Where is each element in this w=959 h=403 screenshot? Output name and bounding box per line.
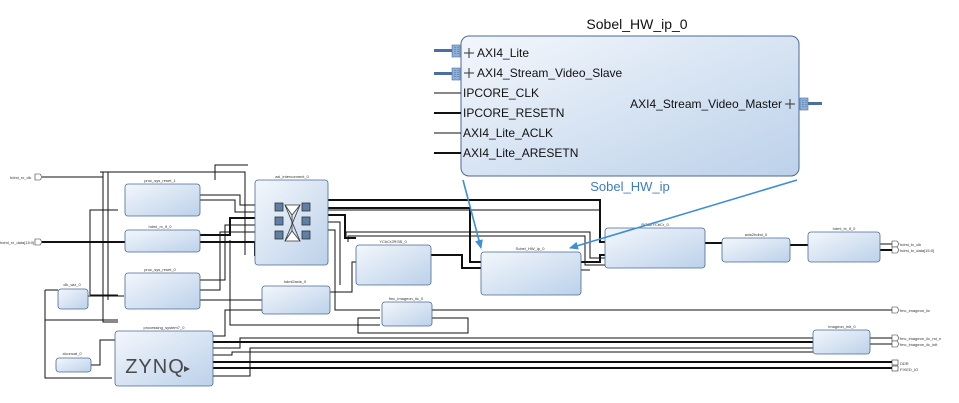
bus-pin-axi4-stream-video-master[interactable] xyxy=(799,97,822,111)
port-label: fmc_imageon_iic xyxy=(900,308,930,313)
block-label: RGB2YCbCr_0 xyxy=(641,222,669,227)
block-imageon-init[interactable]: imageon_init_0 xyxy=(812,324,871,355)
external-port-hdmi-rx-data[interactable]: hdmi_rx_data[15:0] xyxy=(0,238,43,246)
port-label-ipcore-resetn: IPCORE_RESETN xyxy=(463,106,564,120)
port-label: hdmi_tx_clk xyxy=(900,242,921,247)
port-label-axi4-stream-video-master: AXI4_Stream_Video_Master xyxy=(630,97,782,111)
block-label: Sobel_HW_ip_0 xyxy=(516,246,546,251)
port-label: hdmi_tx_data[15:0] xyxy=(900,248,934,253)
block-label: hdmi2axis_0 xyxy=(284,279,307,284)
block-label: fmc_imageon_iic_0 xyxy=(389,296,424,301)
crossbar-icon xyxy=(274,202,311,242)
expand-plus-icon[interactable] xyxy=(464,48,474,58)
block-proc-sys-reset-1[interactable]: proc_sys_reset_1 xyxy=(124,178,201,217)
block-label: hdmi_rx_if_0 xyxy=(149,224,173,229)
expand-plus-icon[interactable] xyxy=(785,99,795,109)
external-port-hdmi-tx-data[interactable]: hdmi_tx_data[15:0] xyxy=(891,246,934,254)
wire-layer xyxy=(40,164,892,379)
block-processing-system7[interactable]: processing_system7_0 ZYNQ xyxy=(114,325,214,387)
zoom-block-type-name: Sobel_HW_ip xyxy=(590,179,670,194)
block-proc-sys-reset-0[interactable]: proc_sys_reset_0 xyxy=(124,267,201,310)
zynq-logo: ZYNQ xyxy=(125,356,185,378)
port-label-axi4-stream-video-slave: AXI4_Stream_Video_Slave xyxy=(477,66,623,80)
block-fmc-imageon-iic[interactable]: fmc_imageon_iic_0 xyxy=(381,296,433,327)
port-label: fmc_imageon_iic_init xyxy=(900,342,938,347)
port-label: hdmi_rx_data[15:0] xyxy=(0,240,34,245)
zoom-block-instance-name: Sobel_HW_ip_0 xyxy=(586,16,687,32)
block-hdmi-tx-if[interactable]: hdmi_tx_if_0 xyxy=(807,226,881,263)
port-label: DDR xyxy=(900,361,909,366)
block-axis2hdmi[interactable]: axis2hdmi_0 xyxy=(721,232,791,263)
port-label: FIXED_IO xyxy=(900,367,918,372)
block-clk-wiz[interactable]: clk_wiz_0 xyxy=(57,282,89,310)
external-port-fmc-imageon-iic-rst-n[interactable]: fmc_imageon_iic_rst_n xyxy=(891,334,941,342)
bus-pin-axi4-stream-video-slave[interactable] xyxy=(434,67,461,81)
expand-plus-icon[interactable] xyxy=(464,68,474,78)
block-hdmi2axis[interactable]: hdmi2axis_0 xyxy=(261,279,331,315)
block-label: xlconcat_0 xyxy=(62,351,82,356)
block-label: axis2hdmi_0 xyxy=(745,232,768,237)
block-label: processing_system7_0 xyxy=(144,325,186,330)
external-port-fmc-imageon-iic[interactable]: fmc_imageon_iic xyxy=(891,306,930,314)
zynq-logo-mark-icon xyxy=(184,366,190,372)
external-port-fmc-imageon-iic-init[interactable]: fmc_imageon_iic_init xyxy=(891,340,938,348)
external-port-hdmi-tx-clk[interactable]: hdmi_tx_clk xyxy=(891,240,921,248)
port-label-ipcore-clk: IPCORE_CLK xyxy=(463,86,539,100)
bus-pin-axi4-lite[interactable] xyxy=(434,44,461,58)
block-label: proc_sys_reset_0 xyxy=(144,267,176,272)
port-label-axi4-lite-aclk: AXI4_Lite_ACLK xyxy=(463,126,553,140)
callout-arrow-right xyxy=(569,179,798,250)
block-label: hdmi_tx_if_0 xyxy=(833,226,856,231)
block-label: axi_interconnect_0 xyxy=(275,174,309,179)
port-label: hdmi_rx_clk xyxy=(10,175,31,180)
block-label: YCbCr2RGB_0 xyxy=(379,239,407,244)
port-label-axi4-lite-aresetn: AXI4_Lite_ARESETN xyxy=(463,146,578,160)
block-label: proc_sys_reset_1 xyxy=(144,178,176,183)
external-port-ddr[interactable]: DDR xyxy=(891,359,909,366)
port-label: fmc_imageon_iic_rst_n xyxy=(900,336,941,341)
block-rgb2ycbcr[interactable]: RGB2YCbCr_0 xyxy=(604,222,706,269)
block-xlconcat[interactable]: xlconcat_0 xyxy=(55,351,92,373)
block-label: imageon_init_0 xyxy=(828,324,856,329)
callout-arrows xyxy=(462,179,798,250)
zoomed-sobel-block[interactable]: Sobel_HW_ip_0 Sobel_HW_ip AXI4_Lit xyxy=(434,16,822,194)
block-sobel-hw-ip-small[interactable]: Sobel_HW_ip_0 xyxy=(480,246,582,296)
block-label: clk_wiz_0 xyxy=(63,282,81,287)
external-port-fixed-io[interactable]: FIXED_IO xyxy=(891,365,918,372)
block-hdmi-rx-if[interactable]: hdmi_rx_if_0 xyxy=(124,224,201,253)
external-port-hdmi-rx-clk[interactable]: hdmi_rx_clk xyxy=(10,173,43,181)
port-label-axi4-lite: AXI4_Lite xyxy=(477,46,529,60)
callout-arrow-left xyxy=(462,179,483,249)
block-axi-interconnect[interactable]: axi_interconnect_0 xyxy=(254,174,329,266)
block-ycbcr2rgb[interactable]: YCbCr2RGB_0 xyxy=(355,239,432,286)
